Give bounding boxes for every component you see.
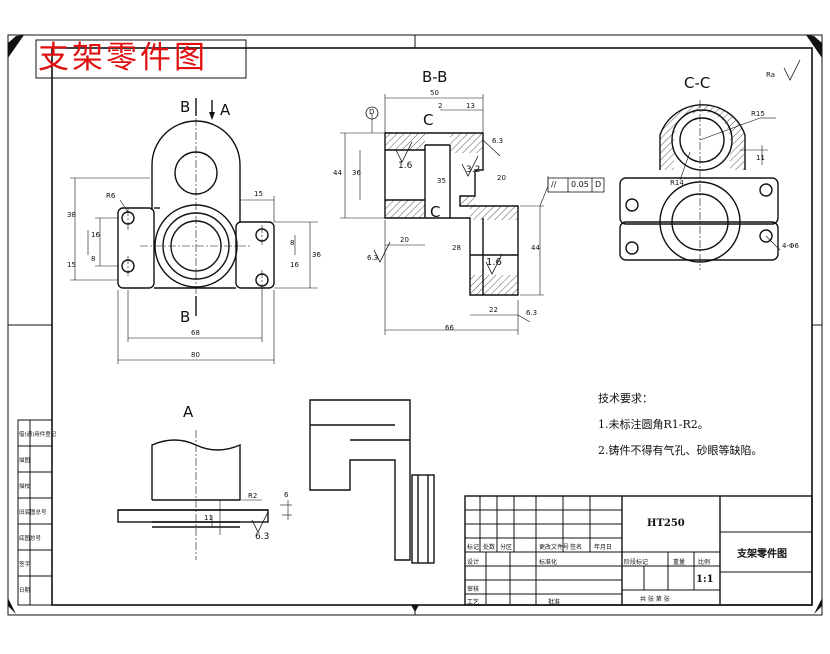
process-label: 工艺 (467, 599, 480, 606)
view-label-c-bottom: C (430, 203, 441, 221)
dim-8a: 8 (91, 255, 96, 263)
section-cc (619, 104, 779, 263)
dim-r15: R15 (751, 110, 765, 118)
dim-r6: R6 (106, 192, 116, 200)
requirement-2: 2.铸件不得有气孔、砂眼等缺陷。 (598, 444, 763, 457)
dim-36: 36 (352, 169, 361, 177)
scale-label: 比例 (698, 559, 711, 566)
drawing-title: 支架零件图 (38, 40, 208, 76)
view-label-a: A (183, 403, 194, 421)
requirements-heading: 技术要求： (598, 392, 653, 405)
tolerance-symbol: // (551, 180, 557, 189)
dim-68: 68 (191, 329, 200, 337)
rev-count: 处数 (483, 544, 496, 551)
dim-2: 2 (438, 102, 443, 110)
side-7: 日期 (19, 588, 31, 594)
roughness-marks (251, 59, 801, 533)
view-label-c-top: C (423, 111, 434, 129)
dim-r16b: 1.6 (486, 257, 502, 268)
tolerance-frame (547, 177, 605, 193)
dim-44b: 44 (531, 244, 540, 252)
checker-label: 审核 (467, 586, 480, 593)
dim-28: 28 (452, 244, 461, 252)
standard-label: 标准化 (539, 559, 558, 566)
dim-44a: 44 (333, 169, 342, 177)
approve-label: 批准 (548, 599, 561, 606)
scale: 1:1 (696, 574, 714, 585)
side-3: 描校 (19, 484, 31, 490)
profile-view (309, 399, 435, 564)
dim-66: 66 (445, 324, 454, 332)
view-label-b-top: B (180, 98, 191, 116)
dim-20b: 20 (497, 174, 506, 182)
section-bb-hatch (385, 133, 518, 295)
view-label-a-top: A (220, 101, 231, 119)
dim-8b: 8 (290, 239, 295, 247)
side-1: 借(通)用件登记 (19, 432, 57, 438)
dim-holes: 4-Φ6 (782, 242, 799, 250)
view-label-bb: B-B (422, 68, 448, 86)
dim-80: 80 (191, 351, 200, 359)
dim-r2: R2 (248, 492, 258, 500)
dim-36b: 36 (312, 251, 321, 259)
dim-r63b: 6.3 (526, 309, 538, 317)
rev-date: 年月日 (594, 544, 613, 551)
dim-35: 35 (437, 177, 446, 185)
title-block-lines (464, 495, 813, 606)
dim-22: 22 (489, 306, 498, 314)
section-cc-centerlines (650, 100, 750, 270)
tolerance-datum: D (595, 180, 602, 189)
section-bb-dims (340, 94, 549, 335)
stage-label: 阶段标记 (624, 559, 649, 566)
dim-r63a: 6.3 (492, 137, 504, 145)
title-box (35, 39, 247, 79)
view-label-cc: C-C (684, 74, 711, 92)
part-name: 支架零件图 (737, 549, 787, 560)
dim-6: 6 (284, 491, 289, 499)
rev-mark: 标记 (467, 544, 480, 551)
view-a (117, 439, 269, 528)
side-panel (17, 419, 53, 606)
roughness-corner: Ra (766, 71, 775, 79)
rev-sign: 签名 (570, 544, 583, 551)
dim-11b: 11 (204, 514, 213, 522)
dim-r63d: 6.3 (255, 532, 270, 542)
rev-zone: 分区 (500, 544, 513, 551)
dim-r14: R14 (670, 179, 684, 187)
material: HT250 (647, 518, 685, 529)
dim-15: 15 (67, 261, 76, 269)
designer-label: 设计 (467, 559, 480, 566)
dim-r32: 3.2 (466, 165, 481, 175)
weight-label: 重量 (673, 559, 686, 566)
dim-20: 20 (400, 236, 409, 244)
front-view-dims (70, 177, 318, 364)
dim-13: 13 (466, 102, 475, 110)
dim-11: 11 (756, 154, 765, 162)
side-4: 旧底图总号 (19, 510, 47, 516)
dim-50: 50 (430, 89, 439, 97)
dim-15b: 15 (254, 190, 263, 198)
side-2: 描图 (19, 458, 31, 464)
datum-label: D (369, 108, 375, 116)
requirement-1: 1.未标注圆角R1-R2。 (598, 418, 709, 431)
side-5: 底图总号 (19, 536, 42, 542)
dim-16: 16 (91, 231, 100, 239)
dim-16b: 16 (290, 261, 299, 269)
dim-38: 38 (67, 211, 76, 219)
sheet-info: 共 张 第 张 (640, 596, 670, 603)
view-label-b-bottom: B (180, 308, 191, 326)
dim-r63c: 6.3 (367, 254, 379, 262)
front-view-centerlines (127, 118, 263, 300)
inner-frame (51, 47, 813, 606)
dim-r16a: 1.6 (398, 161, 413, 171)
datum-circle (365, 106, 379, 120)
rev-doc: 更改文件号 (539, 544, 570, 551)
section-cc-hatch (660, 104, 745, 170)
tolerance-value: 0.05 (571, 180, 589, 189)
side-6: 签字 (19, 562, 31, 568)
